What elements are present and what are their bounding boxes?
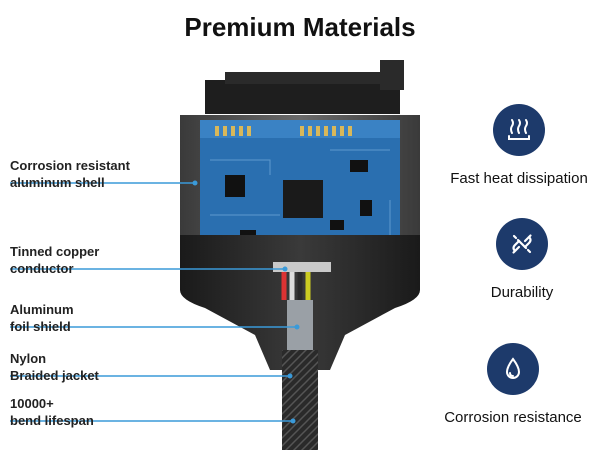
sata-connector xyxy=(205,60,404,114)
wires xyxy=(273,262,331,305)
feature-durability: Durability xyxy=(422,218,600,301)
callout-bend-lifespan: 10000+ bend lifespan xyxy=(10,396,94,428)
feature-label: Durability xyxy=(490,284,554,301)
feature-heat-dissipation: Fast heat dissipation xyxy=(419,104,600,187)
callout-aluminum-shell: Corrosion resistant aluminum shell xyxy=(10,158,130,190)
feature-label: Fast heat dissipation xyxy=(450,170,588,187)
heat-waves-icon xyxy=(493,104,545,156)
callout-tinned-copper: Tinned copper conductor xyxy=(10,244,100,276)
feature-corrosion-resistance: Corrosion resistance xyxy=(413,343,600,426)
braided-jacket xyxy=(282,350,318,450)
feature-label: Corrosion resistance xyxy=(444,409,582,426)
water-drop-icon xyxy=(487,343,539,395)
broken-link-icon xyxy=(496,218,548,270)
page-title: Premium Materials xyxy=(184,12,416,42)
callout-braided-jacket: Nylon Braided jacket xyxy=(10,351,99,383)
callout-foil-shield: Aluminum foil shield xyxy=(10,302,74,334)
